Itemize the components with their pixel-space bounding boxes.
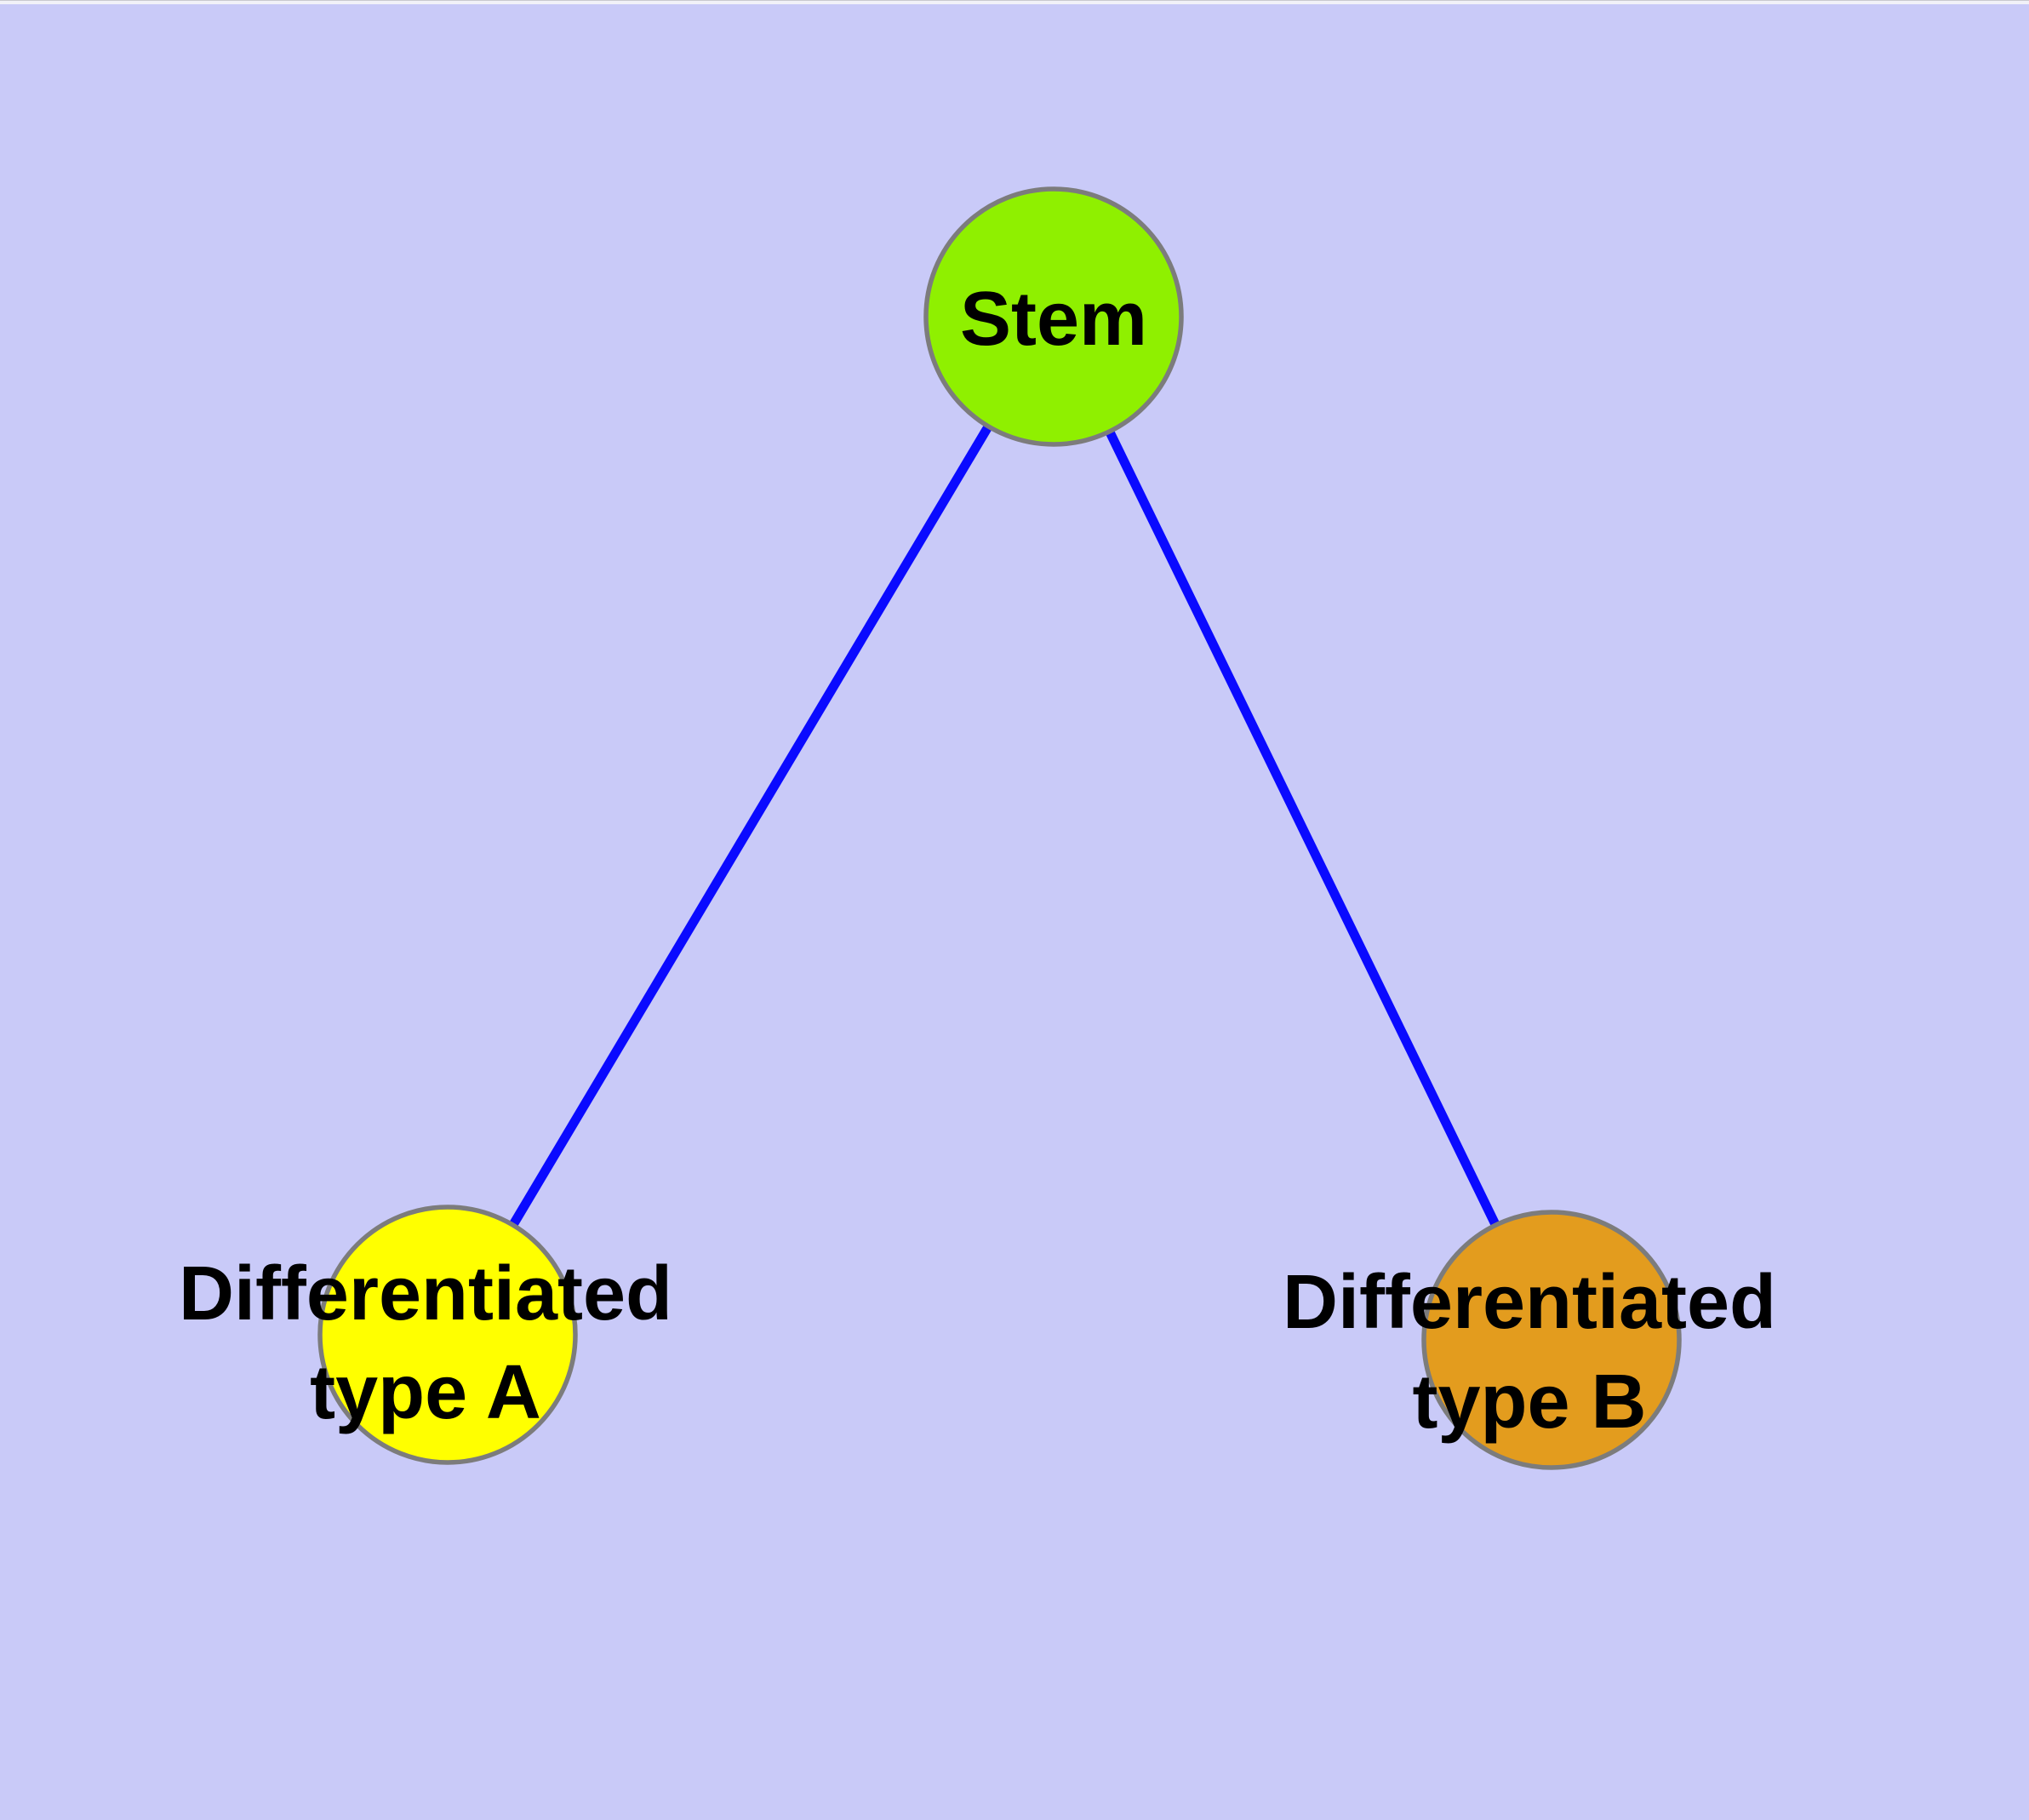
edge-layer [443, 314, 1556, 1342]
node-type-a-circle [317, 1205, 578, 1465]
edge-stem-to-type-b [1049, 314, 1556, 1342]
node-type-b-label-line2: type B [1412, 1359, 1646, 1445]
node-type-b-label-line1: Differentiated [1283, 1260, 1776, 1345]
node-type-a-label-line1: Differentiated [179, 1251, 672, 1336]
node-type-b: Differentiated type B [1283, 1210, 1776, 1470]
node-stem: Stem [923, 186, 1184, 447]
edge-stem-to-type-a [443, 314, 1058, 1337]
node-type-a-label-line2: type A [310, 1350, 541, 1435]
top-edge-line [0, 0, 2029, 1]
node-stem-label: Stem [960, 277, 1147, 362]
node-stem-circle [923, 186, 1184, 447]
node-type-a: Differentiated type A [179, 1205, 672, 1465]
top-edge-strip [0, 0, 2029, 4]
node-type-b-circle [1421, 1210, 1682, 1470]
